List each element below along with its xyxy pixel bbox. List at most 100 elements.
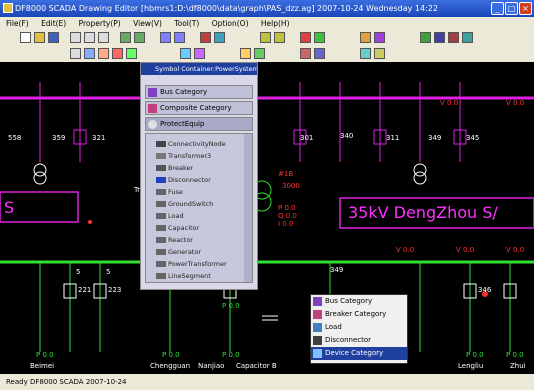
transformer[interactable] — [413, 163, 427, 177]
layer-icon[interactable] — [374, 32, 385, 43]
undo-icon[interactable] — [120, 32, 131, 43]
fill-icon[interactable] — [126, 48, 137, 59]
image-icon[interactable] — [240, 48, 251, 59]
power-label: P 0.0 — [466, 351, 484, 359]
ctx-load[interactable]: Load — [311, 321, 407, 334]
toolbar-main — [0, 30, 534, 46]
voltage-label: V 0.0 — [396, 246, 415, 254]
power-p: P 0.0 — [278, 204, 296, 212]
list-item[interactable]: PowerTransformer — [156, 260, 227, 268]
run-icon[interactable] — [314, 32, 325, 43]
ctx-disconnector[interactable]: Disconnector — [311, 334, 407, 347]
category-composite[interactable]: Composite Category — [145, 101, 253, 115]
hand-icon[interactable] — [98, 48, 109, 59]
node-icon — [156, 141, 166, 147]
pen-icon[interactable] — [112, 48, 123, 59]
window-title: DF8000 SCADA Drawing Editor [hbmrs1:D:\d… — [15, 4, 438, 13]
delete-icon[interactable] — [200, 32, 211, 43]
flip-icon[interactable] — [374, 48, 385, 59]
menu-file[interactable]: File(F) — [6, 19, 29, 28]
line-icon[interactable] — [434, 32, 445, 43]
menu-help[interactable]: Help(H) — [260, 19, 290, 28]
breaker[interactable] — [293, 129, 307, 145]
list-item[interactable]: ConnectivityNode — [156, 140, 226, 148]
maximize-button[interactable]: □ — [505, 2, 518, 15]
grid-icon[interactable] — [214, 32, 225, 43]
list-item[interactable]: Breaker — [156, 164, 193, 172]
transformer-capacity: 3000 — [282, 182, 300, 190]
device-icon — [313, 349, 322, 358]
redo-icon[interactable] — [134, 32, 145, 43]
zoom-out-icon[interactable] — [174, 32, 185, 43]
ctx-device-category[interactable]: Device Category — [311, 347, 407, 360]
cut-icon[interactable] — [70, 32, 81, 43]
transformer[interactable] — [33, 163, 47, 177]
minimize-button[interactable]: _ — [491, 2, 504, 15]
menu-edit[interactable]: Edit(E) — [41, 19, 67, 28]
link-icon[interactable] — [314, 48, 325, 59]
bus-icon — [313, 297, 322, 306]
title-bar: DF8000 SCADA Drawing Editor [hbmrs1:D:\d… — [0, 0, 534, 17]
generator-icon — [156, 249, 166, 255]
paste-icon[interactable] — [98, 32, 109, 43]
switch-label: 349 — [428, 134, 442, 142]
transformer[interactable] — [33, 171, 47, 185]
list-item[interactable]: Fuse — [156, 188, 183, 196]
breaker[interactable] — [63, 283, 77, 299]
circle-icon[interactable] — [462, 32, 473, 43]
save-icon[interactable] — [48, 32, 59, 43]
menu-view[interactable]: View(V) — [133, 19, 162, 28]
menu-option[interactable]: Option(O) — [211, 19, 249, 28]
pointer-icon[interactable] — [84, 48, 95, 59]
switch-label: 5 — [106, 268, 111, 276]
transformer[interactable] — [413, 171, 427, 185]
breaker[interactable] — [73, 129, 87, 145]
zoom-in-icon[interactable] — [160, 32, 171, 43]
menu-tool[interactable]: Tool(T) — [174, 19, 200, 28]
breaker[interactable] — [503, 283, 517, 299]
arc-icon[interactable] — [194, 48, 205, 59]
polygon-icon[interactable] — [180, 48, 191, 59]
list-item[interactable]: Transformer3 — [156, 152, 211, 160]
align-right-icon[interactable] — [274, 32, 285, 43]
drawing-canvas[interactable]: 558 359 321 301 340 311 349 345 V 0.0 V … — [0, 62, 534, 374]
bind-icon[interactable] — [300, 48, 311, 59]
list-item[interactable]: Capacitor — [156, 224, 199, 232]
new-icon[interactable] — [20, 32, 31, 43]
list-item[interactable]: Reactor — [156, 236, 193, 244]
copy-icon[interactable] — [84, 32, 95, 43]
open-icon[interactable] — [34, 32, 45, 43]
app-icon — [3, 3, 13, 13]
switch-label: 558 — [8, 134, 22, 142]
text-icon[interactable] — [420, 32, 431, 43]
rect-icon[interactable] — [448, 32, 459, 43]
transformer-id: #1B — [278, 170, 294, 178]
close-button[interactable]: × — [519, 2, 532, 15]
rotate-icon[interactable] — [360, 48, 371, 59]
breaker[interactable] — [453, 129, 467, 145]
breaker[interactable] — [373, 129, 387, 145]
list-scrollbar[interactable] — [244, 134, 252, 282]
lock-icon[interactable] — [360, 32, 371, 43]
symbol-icon[interactable] — [254, 48, 265, 59]
list-item[interactable]: GroundSwitch — [156, 200, 213, 208]
category-protect[interactable]: ProtectEquip — [145, 117, 253, 131]
list-item[interactable]: Generator — [156, 248, 201, 256]
breaker[interactable] — [463, 283, 477, 299]
power-label: P 0.0 — [222, 351, 240, 359]
ctx-breaker-category[interactable]: Breaker Category — [311, 308, 407, 321]
list-item[interactable]: LineSegment — [156, 272, 211, 280]
list-item[interactable]: Load — [156, 212, 184, 220]
symbol-list: ConnectivityNode Transformer3 Breaker Di… — [145, 133, 253, 283]
select-icon[interactable] — [70, 48, 81, 59]
menu-property[interactable]: Property(P) — [78, 19, 121, 28]
switch-label: 221 — [78, 286, 92, 294]
load-icon — [313, 323, 322, 332]
align-left-icon[interactable] — [260, 32, 271, 43]
breaker[interactable] — [93, 283, 107, 299]
stop-icon[interactable] — [300, 32, 311, 43]
category-bus[interactable]: Bus Category — [145, 85, 253, 99]
current-i: I 0.0 — [278, 220, 294, 228]
list-item[interactable]: Disconnector — [156, 176, 211, 184]
ctx-bus-category[interactable]: Bus Category — [311, 295, 407, 308]
